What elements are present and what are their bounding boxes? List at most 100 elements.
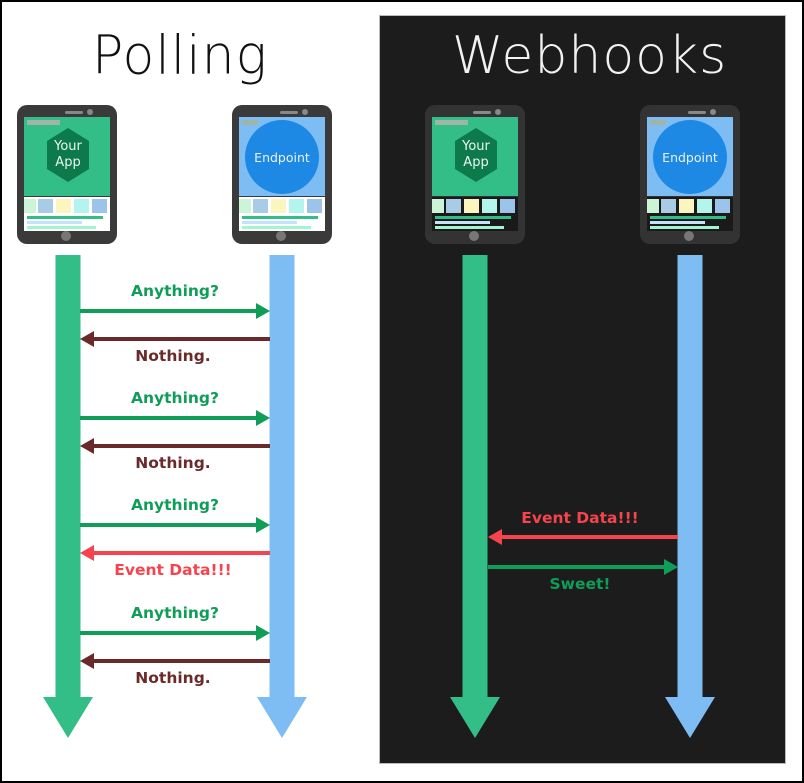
content-bar: [650, 226, 719, 229]
webhooks-message-label: Sweet!: [549, 575, 611, 593]
app-label: Your App: [455, 139, 497, 171]
app-screen: Your App: [432, 117, 518, 196]
webhooks-arrow-ack: [488, 559, 678, 575]
endpoint-screen: Endpoint: [239, 117, 325, 196]
speaker: [65, 111, 83, 114]
polling-endpoint-timeline: [257, 255, 307, 738]
polling-message-label: Event Data!!!: [114, 561, 232, 579]
content-bar: [435, 221, 490, 224]
content-bar: [27, 216, 103, 219]
polling-arrow-request: [80, 410, 270, 426]
circle-icon: Endpoint: [653, 120, 727, 194]
polling-message-label: Nothing.: [135, 454, 211, 472]
polling-arrow-empty-response: [80, 438, 270, 454]
tile: [38, 199, 53, 213]
app-content: [432, 197, 518, 231]
tile: [697, 199, 712, 213]
home-button: [684, 231, 694, 241]
app-label-line1: Your: [462, 139, 490, 154]
camera-icon: [302, 109, 308, 115]
tile: [715, 199, 730, 213]
webhooks-app-timeline: [450, 255, 500, 738]
polling-message-label: Anything?: [130, 389, 219, 407]
content-bar: [242, 226, 311, 229]
tile: [464, 199, 479, 213]
app-label-line1: Your: [54, 139, 82, 154]
polling-arrow-request: [80, 517, 270, 533]
app-label-line2: App: [463, 155, 489, 170]
camera-icon: [87, 109, 93, 115]
polling-title: Polling: [92, 25, 268, 87]
speaker: [280, 111, 298, 114]
polling-arrow-empty-response: [80, 331, 270, 347]
circle-icon: Endpoint: [245, 120, 319, 194]
app-content: [24, 197, 110, 231]
polling-app-device: Your App: [17, 105, 117, 244]
tile: [307, 199, 322, 213]
content-bar: [27, 226, 96, 229]
content-bar: [27, 221, 82, 224]
polling-arrow-empty-response: [80, 653, 270, 669]
polling-arrow-event: [80, 545, 270, 561]
status-bar: [27, 120, 60, 125]
webhooks-arrow-event: [488, 529, 678, 545]
tile: [74, 199, 89, 213]
endpoint-content: [239, 197, 325, 231]
polling-endpoint-device: Endpoint: [232, 105, 332, 244]
endpoint-label: Endpoint: [662, 149, 718, 165]
hexagon-icon: [47, 128, 89, 182]
tile: [289, 199, 304, 213]
endpoint-label: Endpoint: [254, 149, 310, 165]
home-button: [61, 231, 71, 241]
tile: [253, 199, 268, 213]
speaker: [473, 111, 491, 114]
webhooks-message-label: Event Data!!!: [521, 509, 639, 527]
content-bar: [242, 216, 318, 219]
polling-message-label: Nothing.: [135, 347, 211, 365]
tile: [271, 199, 286, 213]
content-bar: [650, 216, 726, 219]
hexagon-icon: [455, 128, 497, 182]
content-bar: [435, 216, 511, 219]
tile: [56, 199, 71, 213]
tile: [24, 199, 36, 213]
app-label: Your App: [47, 139, 89, 171]
tile: [482, 199, 497, 213]
polling-arrow-request: [80, 303, 270, 319]
tile: [500, 199, 515, 213]
home-button: [276, 231, 286, 241]
webhooks-title: Webhooks: [452, 26, 728, 86]
tile: [661, 199, 676, 213]
content-bar: [242, 221, 297, 224]
polling-message-label: Anything?: [130, 604, 219, 622]
content-bar: [650, 221, 705, 224]
speaker: [688, 111, 706, 114]
status-bar: [435, 120, 468, 125]
app-screen: Your App: [24, 117, 110, 196]
endpoint-content: [647, 197, 733, 231]
tile: [679, 199, 694, 213]
tile: [446, 199, 461, 213]
webhooks-endpoint-device: Endpoint: [640, 105, 740, 244]
webhooks-app-device: Your App: [425, 105, 525, 244]
endpoint-screen: Endpoint: [647, 117, 733, 196]
polling-app-timeline: [43, 255, 93, 738]
camera-icon: [495, 109, 501, 115]
polling-message-label: Anything?: [130, 282, 219, 300]
status-bar: [242, 120, 258, 125]
tile: [239, 199, 251, 213]
tile: [92, 199, 107, 213]
camera-icon: [710, 109, 716, 115]
tile: [432, 199, 444, 213]
polling-message-label: Anything?: [130, 496, 219, 514]
webhooks-endpoint-timeline: [665, 255, 715, 738]
tile: [647, 199, 659, 213]
home-button: [469, 231, 479, 241]
polling-message-label: Nothing.: [135, 669, 211, 687]
status-bar: [650, 120, 666, 125]
content-bar: [435, 226, 504, 229]
polling-arrow-request: [80, 625, 270, 641]
app-label-line2: App: [55, 155, 81, 170]
